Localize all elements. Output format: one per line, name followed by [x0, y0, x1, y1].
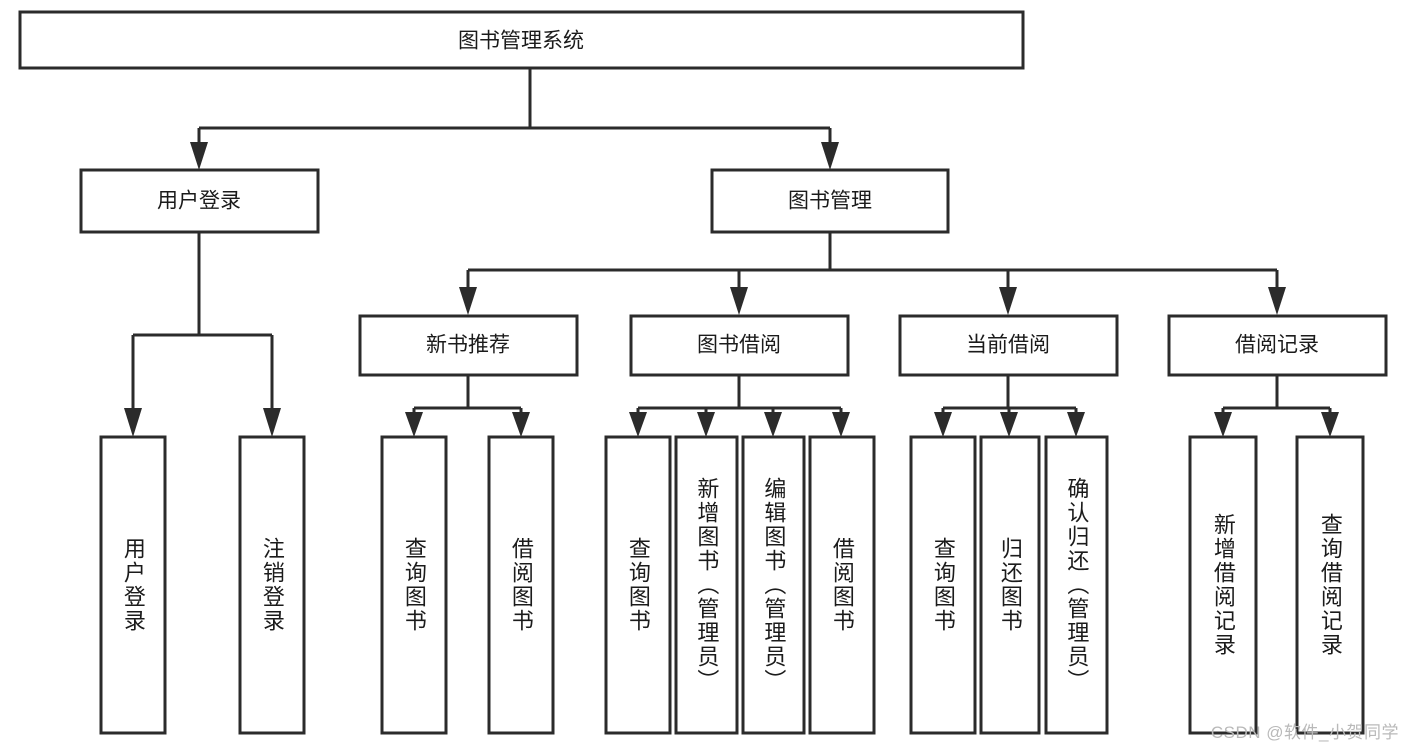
node-book-borrow-box[interactable] — [629, 314, 850, 377]
node-leaf-return-book-box[interactable] — [979, 435, 1041, 735]
connector-new-book-recommend-to-leaves — [405, 375, 530, 437]
node-borrow-record[interactable]: 借阅记录 — [1167, 314, 1388, 377]
node-leaf-edit-book-box[interactable] — [741, 435, 806, 735]
node-leaf-query-book-2-box[interactable] — [604, 435, 672, 735]
node-root-box[interactable] — [18, 10, 1025, 70]
node-borrow-record-box[interactable] — [1167, 314, 1388, 377]
connector-book-management-to-level3 — [459, 232, 1286, 315]
arrow-head-leaf-user-login — [124, 408, 142, 437]
connector-current-borrow-to-leaves — [934, 375, 1085, 437]
node-new-book-recommend-label: 新书推荐 — [426, 334, 510, 357]
arrow-head-leaf-query-book-2 — [629, 412, 647, 437]
csdn-watermark: CSDN @软件_小贺同学 — [1210, 723, 1399, 742]
arrow-head-leaf-add-book — [697, 412, 715, 437]
node-root[interactable]: 图书管理系统 — [18, 10, 1025, 70]
node-leaf-query-record-box[interactable] — [1295, 435, 1365, 735]
connector-borrow-record-to-leaves — [1214, 375, 1339, 437]
node-book-management-box[interactable] — [710, 168, 950, 234]
node-leaf-add-book-box[interactable] — [674, 435, 739, 735]
node-book-borrow[interactable]: 图书借阅 — [629, 314, 850, 377]
connector-book-borrow-to-leaves — [629, 375, 850, 437]
node-book-management[interactable]: 图书管理 — [710, 168, 950, 234]
arrow-head-leaf-logout-login — [263, 408, 281, 437]
arrow-head-book-management — [821, 142, 839, 170]
arrow-head-leaf-borrow-book-1 — [512, 412, 530, 437]
arrow-head-leaf-query-record — [1321, 412, 1339, 437]
node-leaf-add-record-box[interactable] — [1188, 435, 1258, 735]
node-book-management-label: 图书管理 — [788, 190, 872, 213]
connector-root-to-level2 — [190, 68, 839, 170]
arrow-head-leaf-edit-book — [764, 412, 782, 437]
arrow-head-leaf-add-record — [1214, 412, 1232, 437]
node-leaf-query-book-3-box[interactable] — [909, 435, 977, 735]
connector-user-login-to-leaves — [124, 232, 281, 437]
node-borrow-record-label: 借阅记录 — [1235, 334, 1319, 357]
node-leaf-user-login-box[interactable] — [99, 435, 167, 735]
node-leaf-query-book-1-box[interactable] — [380, 435, 448, 735]
node-book-borrow-label: 图书借阅 — [697, 334, 781, 357]
node-leaf-logout-login-box[interactable] — [238, 435, 306, 735]
arrow-head-leaf-confirm-return — [1067, 412, 1085, 437]
node-root-label: 图书管理系统 — [458, 30, 584, 53]
node-current-borrow-box[interactable] — [898, 314, 1119, 377]
node-leaf-borrow-book-1-box[interactable] — [487, 435, 555, 735]
node-leaf-confirm-return-box[interactable] — [1044, 435, 1109, 735]
arrow-head-book-borrow — [730, 287, 748, 315]
node-user-login-box[interactable] — [79, 168, 320, 234]
arrow-head-new-book-recommend — [459, 287, 477, 315]
node-current-borrow-label: 当前借阅 — [966, 334, 1050, 357]
arrow-head-user-login — [190, 142, 208, 170]
node-new-book-recommend-box[interactable] — [358, 314, 579, 377]
arrow-head-current-borrow — [999, 287, 1017, 315]
arrow-head-borrow-record — [1268, 287, 1286, 315]
arrow-head-leaf-return-book — [1000, 412, 1018, 437]
node-user-login-label: 用户登录 — [157, 190, 241, 213]
node-new-book-recommend[interactable]: 新书推荐 — [358, 314, 579, 377]
arrow-head-leaf-borrow-book-2 — [832, 412, 850, 437]
node-current-borrow[interactable]: 当前借阅 — [898, 314, 1119, 377]
node-user-login[interactable]: 用户登录 — [79, 168, 320, 234]
arrow-head-leaf-query-book-1 — [405, 412, 423, 437]
arrow-head-leaf-query-book-3 — [934, 412, 952, 437]
node-leaf-borrow-book-2-box[interactable] — [808, 435, 876, 735]
